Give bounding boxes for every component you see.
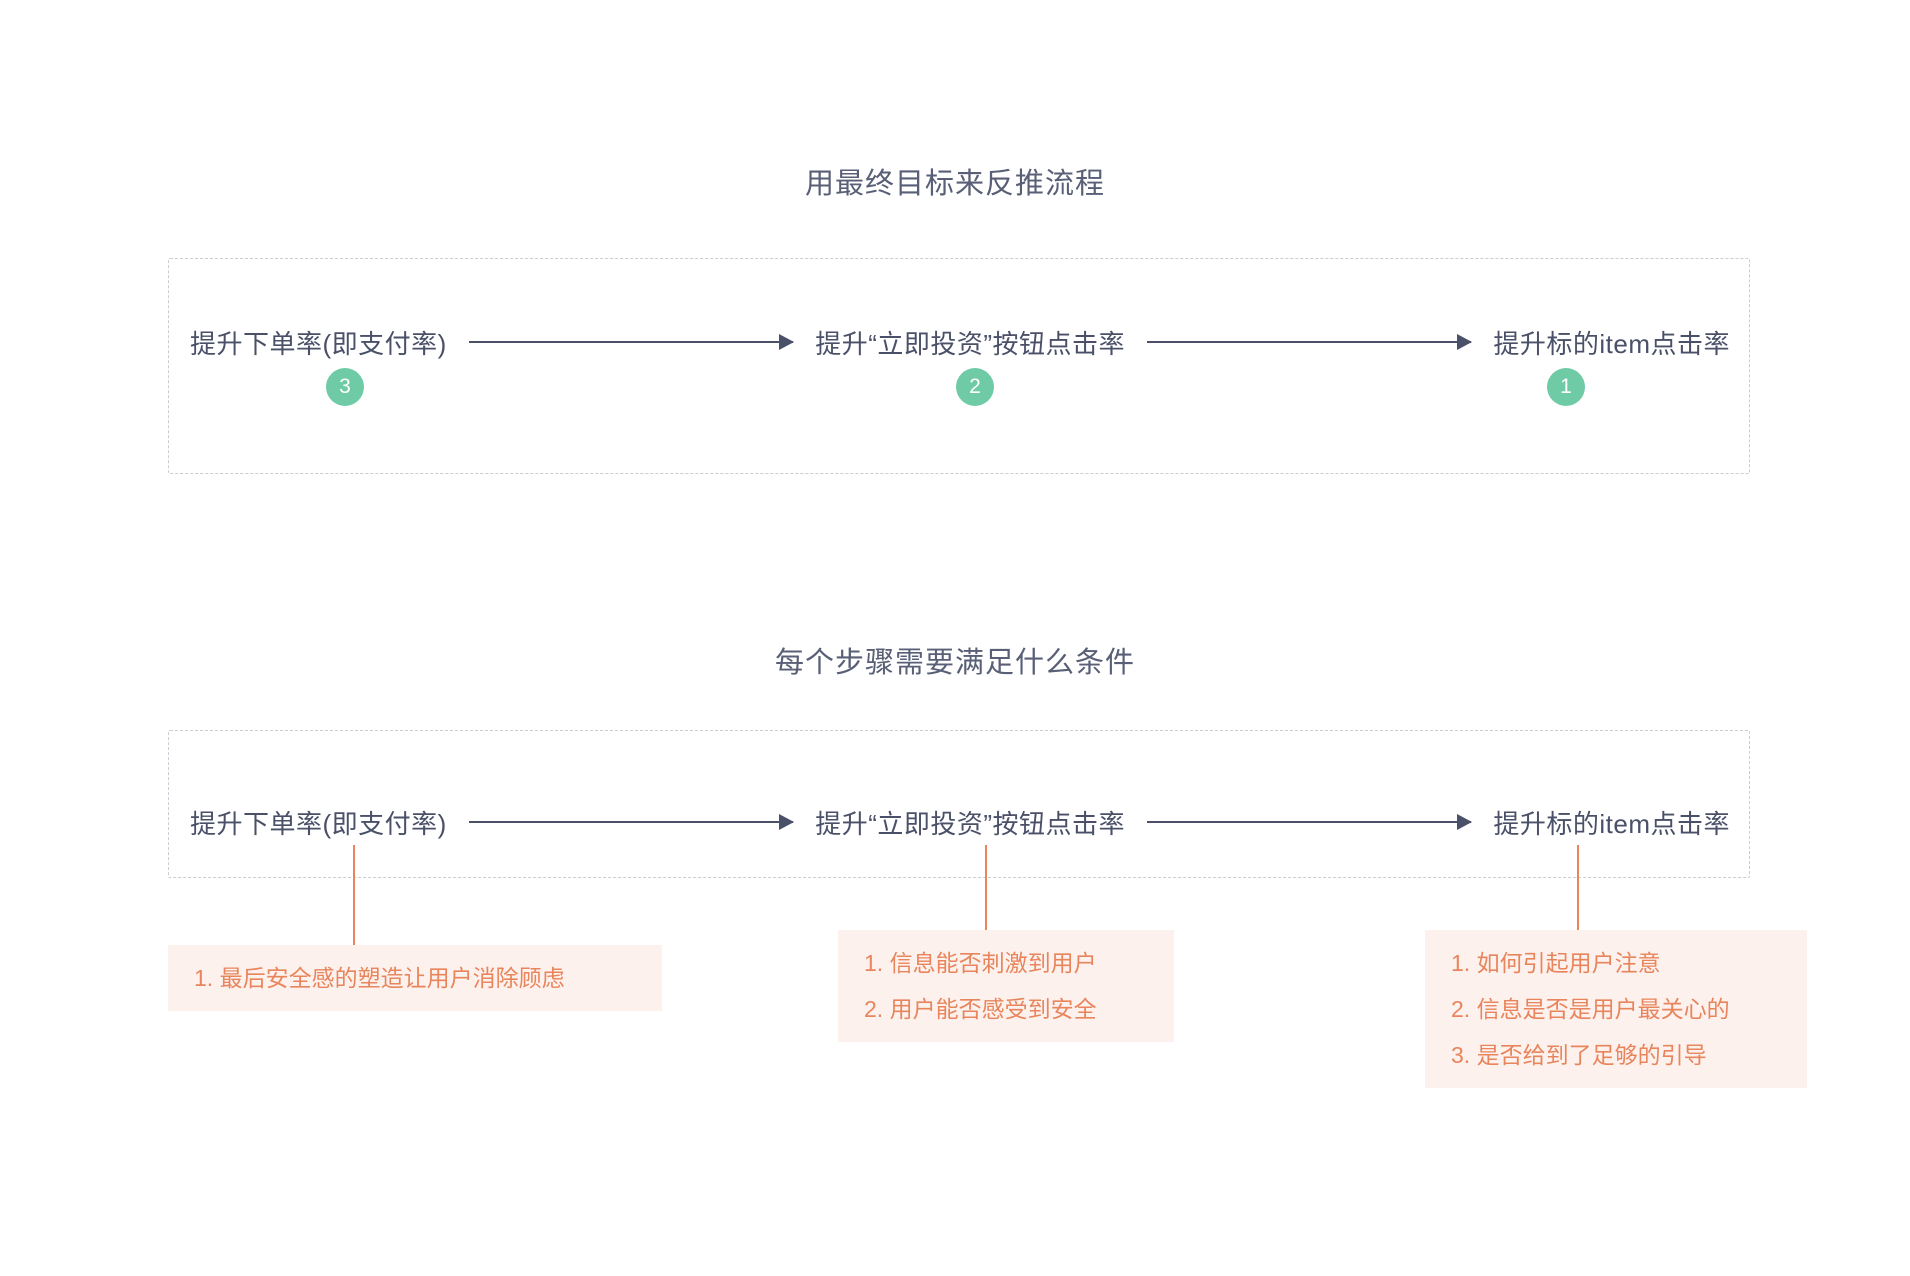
section-1-title: 用最终目标来反推流程 — [804, 168, 1105, 200]
step-badge-row: 3 2 1 — [190, 368, 1730, 412]
flow-node-1-label: 提升下单率(即支付率) — [190, 328, 447, 359]
arrow-head — [779, 334, 795, 350]
arrow-line — [468, 341, 794, 343]
step-badge-3: 3 — [326, 368, 364, 406]
condition-item: 3. 是否给到了足够的引导 — [1451, 1042, 1707, 1068]
step-badge-2: 2 — [956, 368, 994, 406]
arrow-right-icon — [1147, 814, 1473, 830]
flow-node-3-label: 提升标的item点击率 — [1493, 328, 1730, 359]
flow-node-2-label: 提升“立即投资”按钮点击率 — [815, 328, 1126, 359]
condition-item: 1. 如何引起用户注意 — [1451, 950, 1661, 976]
condition-item: 2. 信息是否是用户最关心的 — [1451, 996, 1730, 1022]
vertical-connector-icon-2 — [985, 845, 987, 930]
condition-item: 1. 信息能否刺激到用户 — [864, 950, 1097, 976]
section-1-flow-row: 提升下单率(即支付率) 提升“立即投资”按钮点击率 提升标的item点击率 — [190, 322, 1730, 362]
section-1-flow-container — [168, 258, 1750, 474]
arrow-head — [1457, 814, 1473, 830]
condition-item: 1. 最后安全感的塑造让用户消除顾虑 — [194, 965, 565, 991]
arrow-line — [468, 821, 794, 823]
arrow-right-icon — [468, 334, 795, 350]
arrow-head — [779, 814, 795, 830]
condition-item: 2. 用户能否感受到安全 — [864, 996, 1097, 1022]
condition-card-1: 1. 最后安全感的塑造让用户消除顾虑 — [168, 945, 662, 1011]
condition-node-1-label: 提升下单率(即支付率) — [190, 808, 447, 839]
arrow-head — [1457, 334, 1473, 350]
condition-node-3-label: 提升标的item点击率 — [1493, 808, 1730, 839]
arrow-right-icon — [1147, 334, 1473, 350]
arrow-line — [1147, 821, 1472, 823]
condition-card-3: 1. 如何引起用户注意 2. 信息是否是用户最关心的 3. 是否给到了足够的引导 — [1425, 930, 1807, 1088]
condition-node-2-label: 提升“立即投资”按钮点击率 — [815, 808, 1126, 839]
vertical-connector-icon-1 — [353, 845, 355, 945]
condition-card-2: 1. 信息能否刺激到用户 2. 用户能否感受到安全 — [838, 930, 1174, 1042]
vertical-connector-icon-3 — [1577, 845, 1579, 930]
section-2-flow-container — [168, 730, 1750, 878]
arrow-right-icon — [468, 814, 795, 830]
section-2-title: 每个步骤需要满足什么条件 — [774, 647, 1135, 679]
section-2-flow-row: 提升下单率(即支付率) 提升“立即投资”按钮点击率 提升标的item点击率 — [190, 802, 1730, 842]
step-badge-1: 1 — [1547, 368, 1585, 406]
arrow-line — [1147, 341, 1472, 343]
